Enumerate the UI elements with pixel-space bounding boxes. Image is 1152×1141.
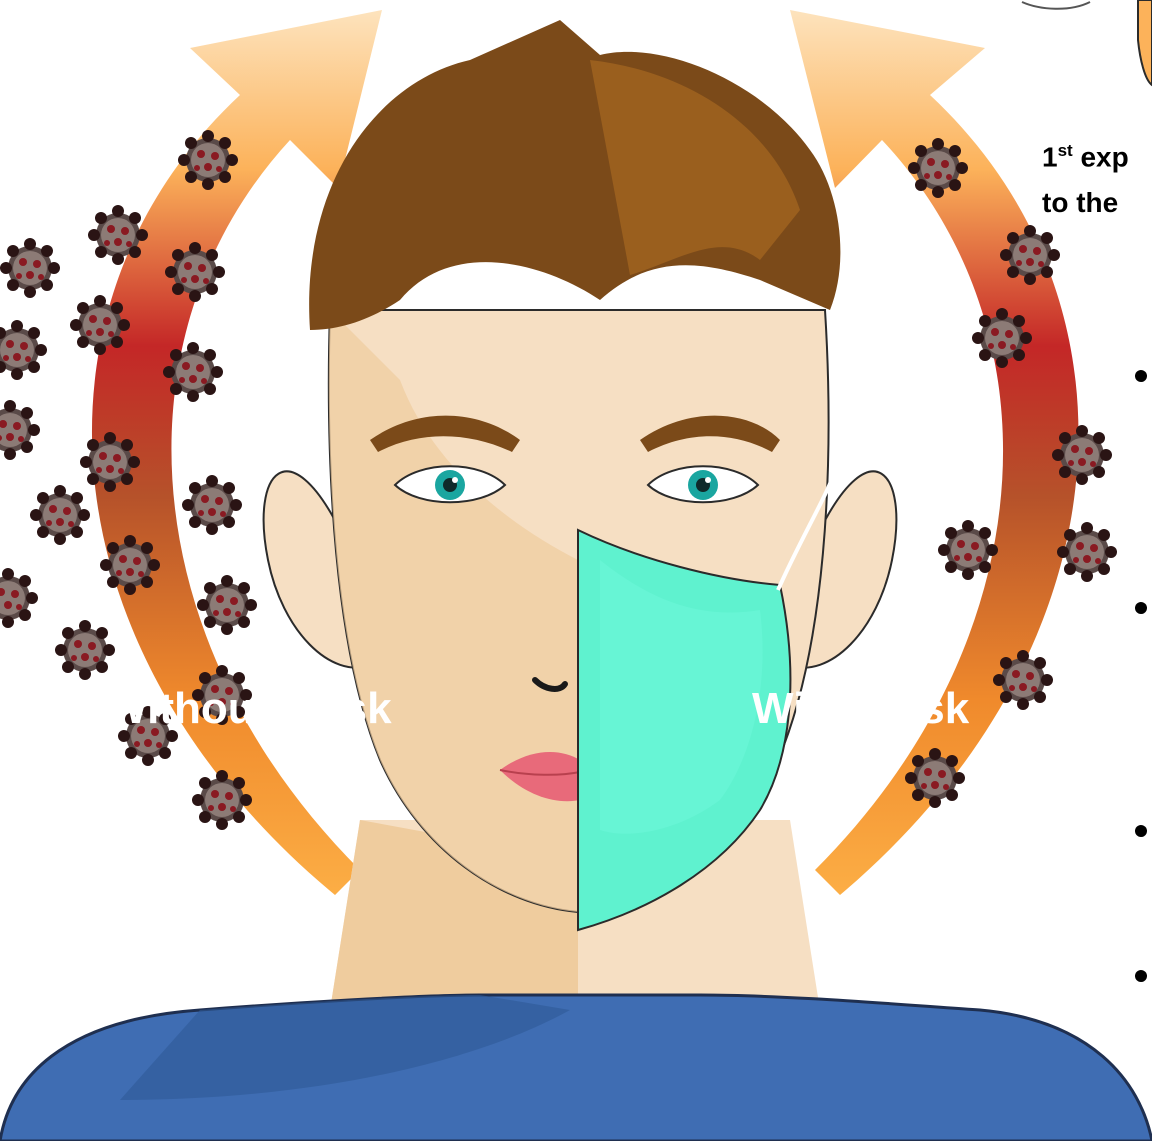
label-with-mask: With Mask	[752, 684, 969, 734]
virus-particle-icon	[993, 650, 1053, 710]
virus-particle-icon	[192, 770, 252, 830]
bullet-3	[1135, 825, 1147, 837]
virus-particle-icon	[182, 475, 242, 535]
partial-sketch-icon	[1022, 2, 1090, 9]
virus-particle-icon	[55, 620, 115, 680]
virus-particle-icon	[0, 238, 60, 298]
side-text-line1: 1st exp	[1042, 128, 1129, 180]
virus-particle-icon	[938, 520, 998, 580]
virus-particle-icon	[80, 432, 140, 492]
virus-particle-icon	[0, 400, 40, 460]
virus-particle-icon	[0, 568, 38, 628]
virus-particle-icon	[1057, 522, 1117, 582]
virus-particle-icon	[1000, 225, 1060, 285]
virus-particle-icon	[165, 242, 225, 302]
virus-particle-icon	[163, 342, 223, 402]
virus-particle-icon	[972, 308, 1032, 368]
bullet-4	[1135, 970, 1147, 982]
virus-particle-icon	[100, 535, 160, 595]
virus-particle-icon	[178, 130, 238, 190]
label-without-mask: Without Mask	[106, 684, 392, 734]
bullet-1	[1135, 370, 1147, 382]
virus-particle-icon	[0, 320, 47, 380]
side-text-line2: to the	[1042, 180, 1129, 226]
virus-particle-icon	[88, 205, 148, 265]
virus-particle-icon	[30, 485, 90, 545]
side-text: 1st exp to the	[1042, 128, 1129, 226]
bullet-2	[1135, 602, 1147, 614]
virus-particle-icon	[1052, 425, 1112, 485]
virus-particle-icon	[905, 748, 965, 808]
virus-particle-icon	[908, 138, 968, 198]
partial-badge-icon	[1138, 0, 1152, 85]
virus-particle-icon	[70, 295, 130, 355]
virus-particle-icon	[197, 575, 257, 635]
